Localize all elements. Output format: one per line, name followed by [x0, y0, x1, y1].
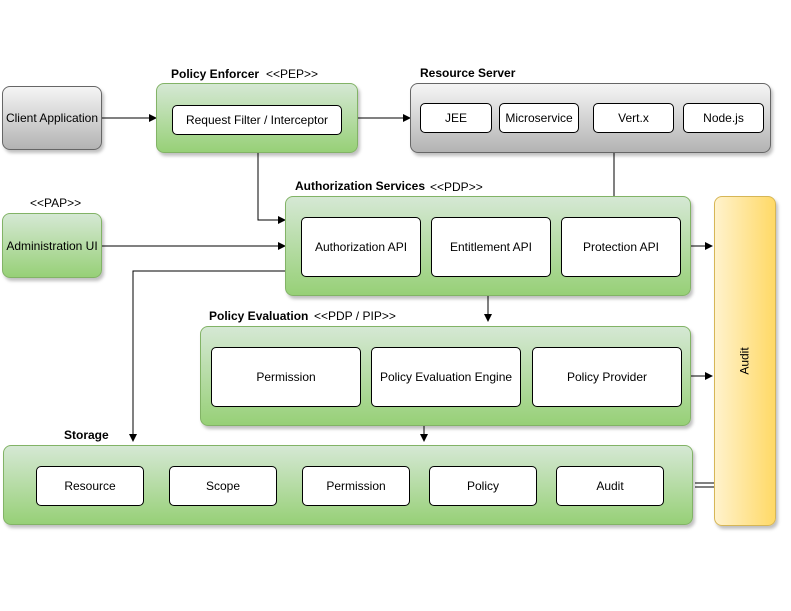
administration-ui[interactable]: Administration UI: [2, 213, 102, 278]
audit-box[interactable]: Audit: [714, 196, 776, 526]
storage-item-policy[interactable]: Policy: [429, 466, 537, 506]
resource-server-box: JEE Microservice Vert.x Node.js: [410, 83, 771, 153]
resource-server-item-nodejs[interactable]: Node.js: [683, 103, 764, 133]
storage-title: Storage: [64, 428, 109, 442]
resource-server-item-jee[interactable]: JEE: [420, 103, 492, 133]
resource-server-item-label: Vert.x: [618, 111, 649, 125]
resource-server-item-microservice[interactable]: Microservice: [499, 103, 579, 133]
protection-api-box[interactable]: Protection API: [561, 217, 681, 277]
policy-eval-title: Policy Evaluation: [209, 309, 309, 323]
storage-item-label: Permission: [326, 479, 386, 493]
authz-title: Authorization Services: [295, 179, 426, 193]
authorization-api-box[interactable]: Authorization API: [301, 217, 421, 277]
pep-title: Policy Enforcer: [171, 67, 260, 81]
permission-eval-label: Permission: [256, 370, 316, 384]
protection-api-label: Protection API: [582, 240, 660, 254]
resource-server-title: Resource Server: [420, 66, 516, 80]
resource-server-item-label: Node.js: [703, 111, 744, 125]
resource-server-item-label: Microservice: [505, 111, 573, 125]
authz-stereotype: <<PDP>>: [430, 180, 483, 194]
client-application-label: Client Application: [5, 111, 99, 125]
policy-provider-box[interactable]: Policy Provider: [532, 347, 682, 407]
storage-item-scope[interactable]: Scope: [169, 466, 277, 506]
authorization-api-label: Authorization API: [314, 240, 408, 254]
policy-eval-stereotype: <<PDP / PIP>>: [314, 309, 396, 323]
permission-eval-box[interactable]: Permission: [211, 347, 361, 407]
policy-evaluation-box: Permission Policy Evaluation Engine Poli…: [200, 326, 691, 426]
storage-item-label: Scope: [205, 479, 241, 493]
storage-box: Resource Scope Permission Policy Audit: [3, 445, 693, 525]
entitlement-api-box[interactable]: Entitlement API: [431, 217, 551, 277]
storage-item-audit[interactable]: Audit: [556, 466, 664, 506]
storage-item-label: Audit: [596, 479, 624, 493]
arrow-pep-to-authz: [257, 153, 286, 224]
pep-stereotype: <<PEP>>: [266, 67, 319, 81]
policy-evaluation-engine-label: Policy Evaluation Engine: [379, 370, 513, 384]
administration-ui-label: Administration UI: [6, 238, 98, 253]
policy-provider-label: Policy Provider: [566, 370, 648, 384]
request-filter-label: Request Filter / Interceptor: [185, 113, 329, 127]
pap-stereotype: <<PAP>>: [30, 196, 82, 210]
policy-evaluation-engine-box[interactable]: Policy Evaluation Engine: [371, 347, 521, 407]
storage-item-label: Resource: [64, 479, 116, 493]
storage-item-permission[interactable]: Permission: [302, 466, 410, 506]
resource-server-item-vertx[interactable]: Vert.x: [593, 103, 674, 133]
request-filter-box[interactable]: Request Filter / Interceptor: [172, 105, 342, 135]
storage-item-label: Policy: [466, 479, 499, 493]
resource-server-item-label: JEE: [444, 111, 467, 125]
audit-label: Audit: [737, 347, 752, 375]
entitlement-api-label: Entitlement API: [449, 240, 533, 254]
policy-enforcer-box: Request Filter / Interceptor: [156, 83, 358, 153]
authorization-services-box: Authorization API Entitlement API Protec…: [285, 196, 691, 296]
arrow-authz-to-storage: [129, 270, 285, 442]
client-application[interactable]: Client Application: [2, 86, 102, 150]
storage-item-resource[interactable]: Resource: [36, 466, 144, 506]
